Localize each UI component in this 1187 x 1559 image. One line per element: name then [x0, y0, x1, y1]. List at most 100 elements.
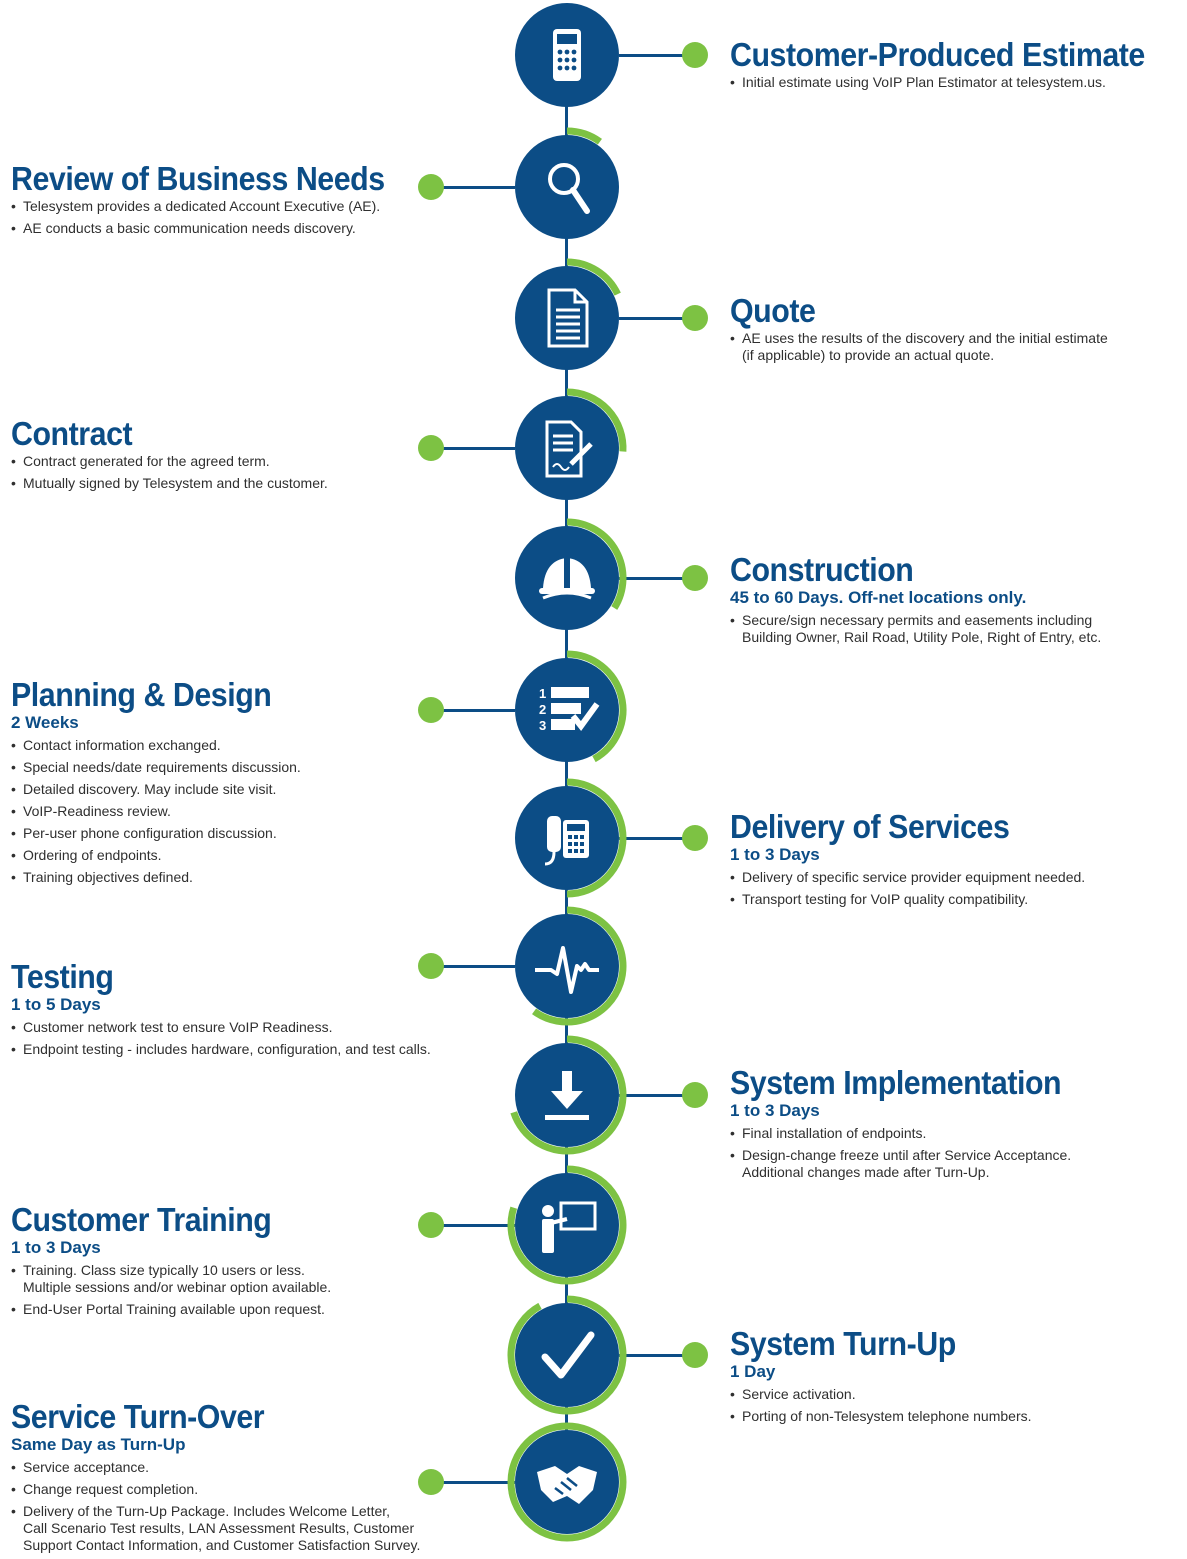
- connector-dot: [682, 565, 708, 591]
- step-bullet: Contact information exchanged.: [11, 737, 301, 754]
- download-icon: [545, 1071, 589, 1120]
- connector-line: [440, 709, 515, 712]
- svg-text:3: 3: [539, 718, 546, 733]
- progress-ring: [532, 906, 627, 1026]
- step-duration: 2 Weeks: [11, 713, 79, 732]
- progress-ring: [507, 1422, 627, 1542]
- step-bullet: Training. Class size typically 10 users …: [11, 1262, 331, 1296]
- step-duration: 45 to 60 Days. Off-net locations only.: [730, 588, 1027, 607]
- step-bullet: AE uses the results of the discovery and…: [730, 330, 1108, 364]
- step-duration: 1 to 3 Days: [730, 1101, 820, 1120]
- step-description: QuoteAE uses the results of the discover…: [730, 294, 1108, 369]
- progress-ring: [566, 650, 627, 763]
- step-bullet: Mutually signed by Telesystem and the cu…: [11, 475, 328, 492]
- step-duration: 1 to 5 Days: [11, 995, 101, 1014]
- document-icon: [547, 288, 589, 348]
- step-title: Review of Business Needs: [11, 160, 385, 197]
- progress-ring: [566, 518, 627, 610]
- heartbeat-icon: [535, 946, 599, 994]
- step-node: [507, 1295, 627, 1415]
- step-bullets: Initial estimate using VoIP Plan Estimat…: [730, 74, 1181, 91]
- step-bullet: AE conducts a basic communication needs …: [11, 220, 417, 237]
- connector-dot: [682, 1342, 708, 1368]
- progress-ring: [566, 258, 621, 296]
- step-title: Customer-Produced Estimate: [730, 36, 1145, 73]
- step-node: [515, 778, 627, 898]
- hard-hat-icon: [539, 558, 595, 600]
- step-title: System Turn-Up: [730, 1325, 956, 1362]
- progress-ring: [508, 0, 626, 114]
- connector-line: [440, 1224, 515, 1227]
- step-title: Quote: [730, 292, 816, 329]
- connector-dot: [418, 697, 444, 723]
- signed-contract-icon: [545, 420, 593, 478]
- step-bullet: Contract generated for the agreed term.: [11, 453, 328, 470]
- step-bullet: VoIP-Readiness review.: [11, 803, 301, 820]
- connector-line: [619, 317, 695, 320]
- step-node: [515, 3, 619, 107]
- progress-ring: [566, 388, 627, 452]
- step-title: Contract: [11, 415, 133, 452]
- step-description: Review of Business NeedsTelesystem provi…: [11, 162, 417, 242]
- step-bullet: Endpoint testing - includes hardware, co…: [11, 1041, 431, 1058]
- connector-dot: [682, 42, 708, 68]
- step-bullet: Customer network test to ensure VoIP Rea…: [11, 1019, 431, 1036]
- step-title: Customer Training: [11, 1201, 272, 1238]
- connector-dot: [418, 1469, 444, 1495]
- step-bullet: Training objectives defined.: [11, 869, 301, 886]
- step-bullets: Secure/sign necessary permits and easeme…: [730, 612, 1101, 646]
- step-description: System Turn-Up1 DayService activation.Po…: [730, 1327, 1032, 1430]
- step-bullet: Telesystem provides a dedicated Account …: [11, 198, 417, 215]
- step-bullet: Secure/sign necessary permits and easeme…: [730, 612, 1101, 646]
- step-bullet: Delivery of specific service provider eq…: [730, 869, 1085, 886]
- checklist-icon: 123: [539, 686, 600, 733]
- progress-ring: [566, 127, 602, 145]
- step-bullet: Delivery of the Turn-Up Package. Include…: [11, 1503, 420, 1554]
- step-bullets: AE uses the results of the discovery and…: [730, 330, 1108, 364]
- calculator-icon: [553, 29, 581, 81]
- connector-dot: [418, 1212, 444, 1238]
- connector-dot: [682, 305, 708, 331]
- connector-dot: [418, 174, 444, 200]
- connector-line: [440, 1481, 515, 1484]
- desk-phone-icon: [544, 816, 589, 866]
- progress-ring: [507, 1295, 627, 1415]
- step-node: [515, 258, 621, 370]
- step-bullet: Ordering of endpoints.: [11, 847, 301, 864]
- step-title: Construction: [730, 551, 914, 588]
- step-duration: Same Day as Turn-Up: [11, 1435, 186, 1454]
- step-duration: 1 to 3 Days: [730, 845, 820, 864]
- step-node: [515, 518, 627, 630]
- connector-line: [619, 1094, 695, 1097]
- presenter-icon: [542, 1201, 597, 1253]
- step-description: Customer-Produced EstimateInitial estima…: [730, 38, 1181, 96]
- step-bullet: Special needs/date requirements discussi…: [11, 759, 301, 776]
- progress-ring: [510, 1035, 627, 1155]
- step-bullets: Contact information exchanged. Special ne…: [11, 737, 301, 886]
- step-bullet: Porting of non-Telesystem telephone numb…: [730, 1408, 1032, 1425]
- step-title: System Implementation: [730, 1064, 1062, 1101]
- step-title: Service Turn-Over: [11, 1398, 265, 1435]
- step-bullets: Training. Class size typically 10 users …: [11, 1262, 331, 1318]
- step-bullets: Final installation of endpoints.Design-c…: [730, 1125, 1090, 1181]
- connector-line: [619, 837, 695, 840]
- step-node: [515, 388, 627, 500]
- connector-line: [440, 186, 515, 189]
- step-node: [515, 127, 619, 239]
- step-title: Planning & Design: [11, 676, 272, 713]
- connector-dot: [418, 435, 444, 461]
- step-bullets: Service acceptance.Change request comple…: [11, 1459, 420, 1554]
- connector-dot: [418, 953, 444, 979]
- connector-line: [440, 447, 515, 450]
- step-bullet: Detailed discovery. May include site vis…: [11, 781, 301, 798]
- step-node: [515, 906, 627, 1026]
- step-node: [507, 1165, 627, 1285]
- step-node: [510, 1035, 627, 1155]
- step-bullet: Change request completion.: [11, 1481, 420, 1498]
- step-bullets: Telesystem provides a dedicated Account …: [11, 198, 417, 237]
